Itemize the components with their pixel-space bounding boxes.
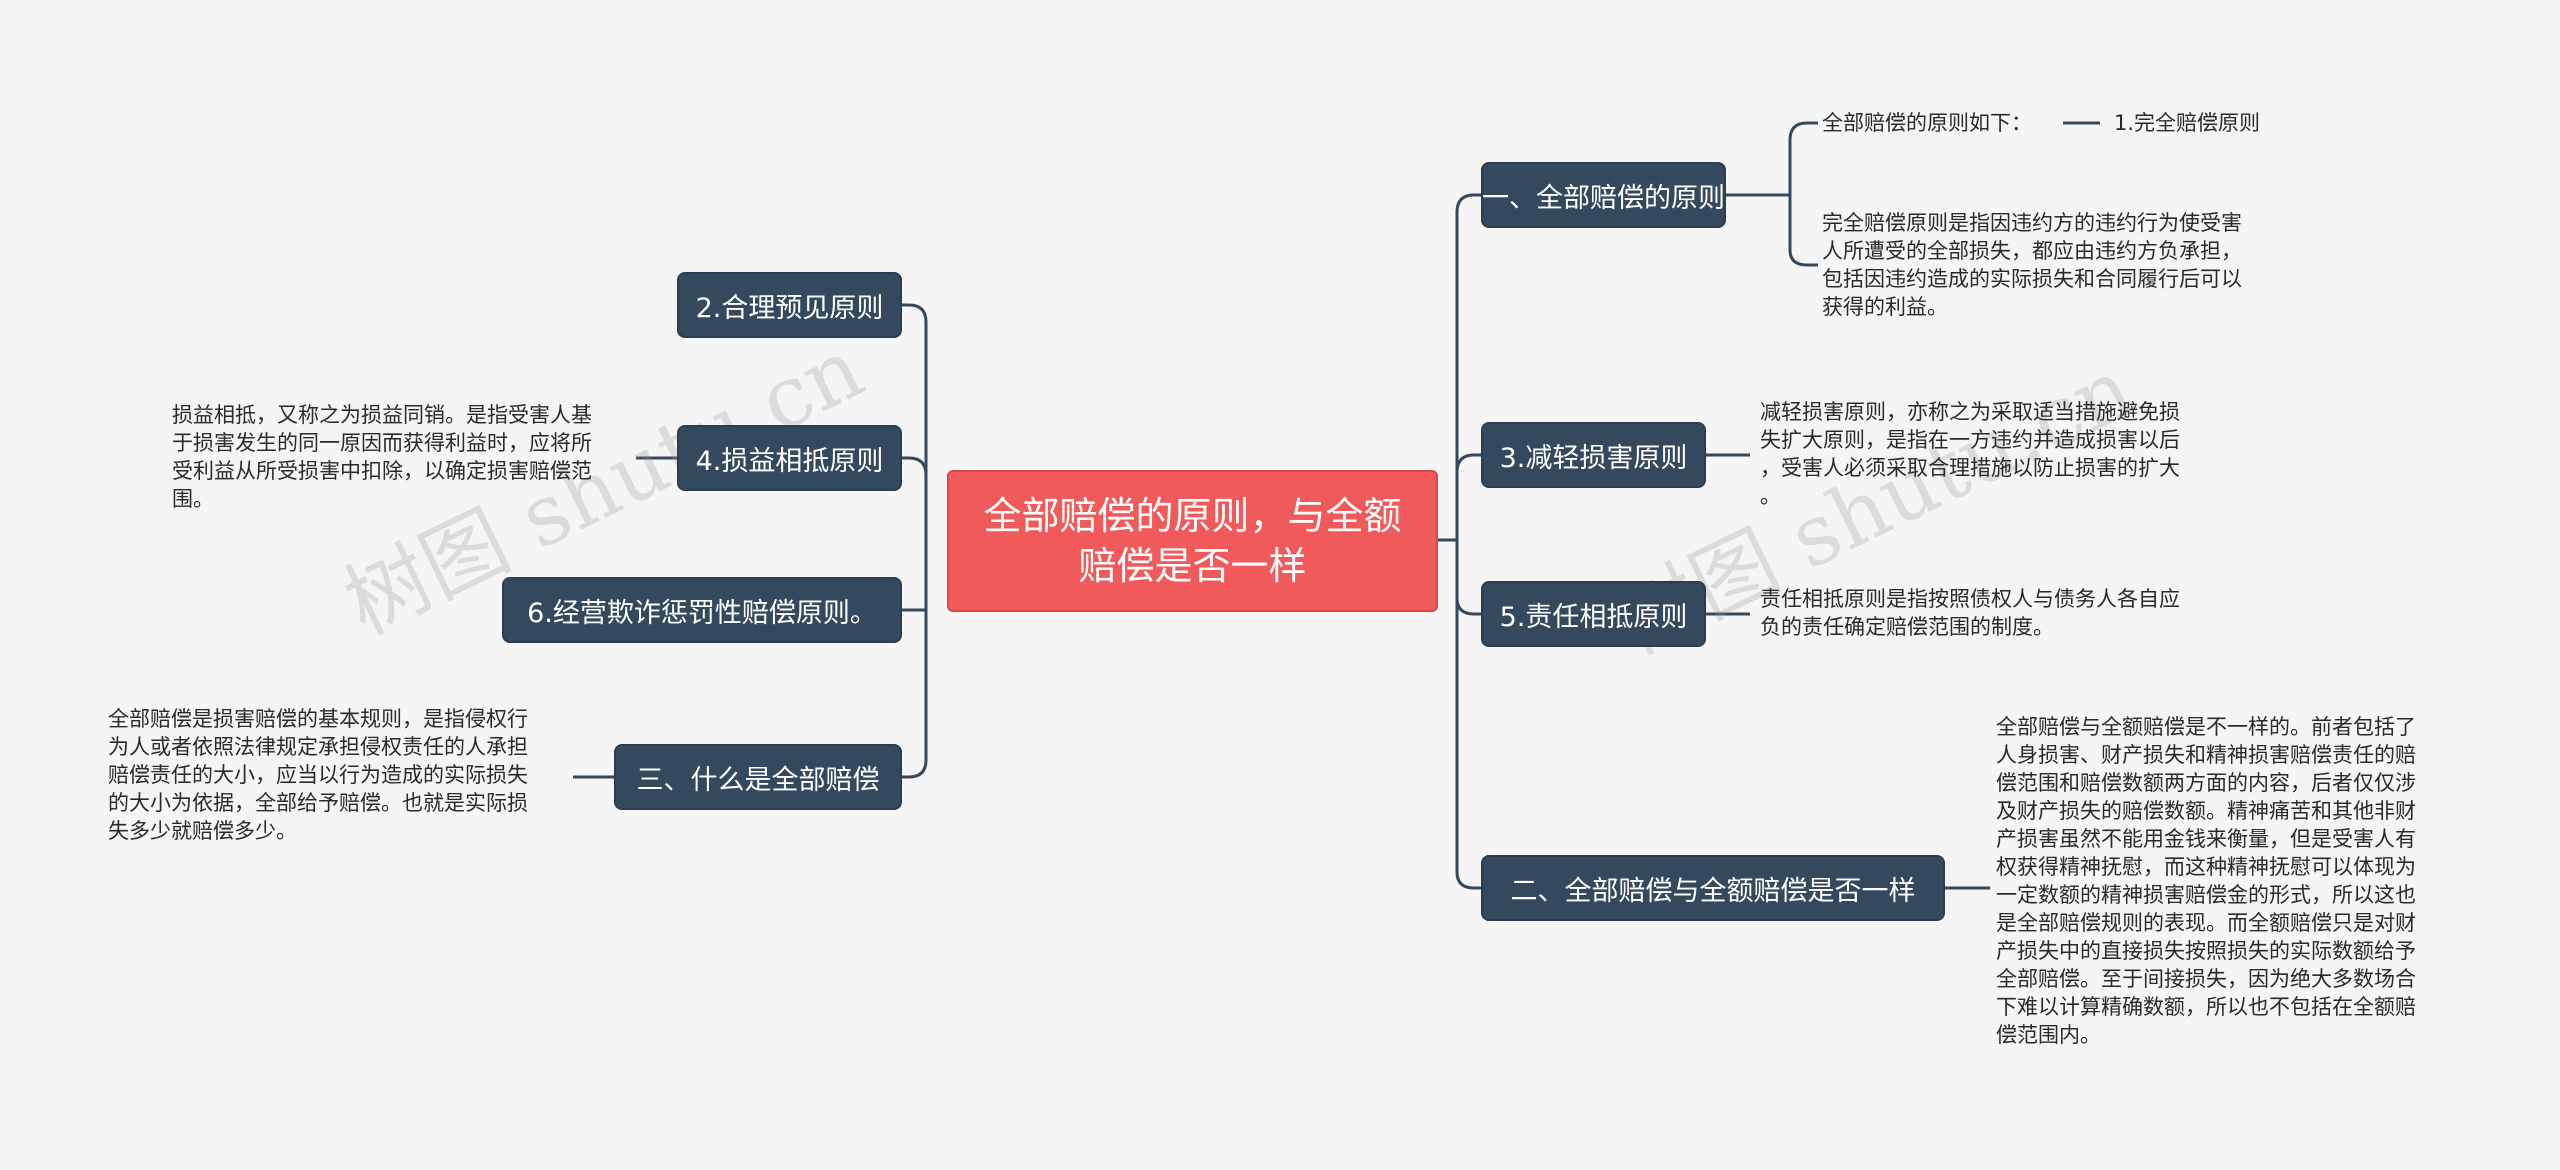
root-topic[interactable]: 全部赔偿的原则，与全额 赔偿是否一样 (947, 470, 1438, 612)
branch-full-vs-total-compensation[interactable]: 二、全部赔偿与全额赔偿是否一样 (1481, 855, 1945, 921)
branch-mitigation-of-damages[interactable]: 3.减轻损害原则 (1481, 422, 1706, 488)
note-complete-compensation-definition: 完全赔偿原则是指因违约方的违约行为使受害 人所遭受的全部损失，都应由违约方负承担… (1822, 211, 2242, 319)
note-liability-offset: 责任相抵原则是指按照债权人与债务人各自应 负的责任确定赔偿范围的制度。 (1760, 587, 2180, 639)
branch-reasonable-foreseeability[interactable]: 2.合理预见原则 (677, 272, 902, 338)
note-what-is-full-compensation: 全部赔偿是损害赔偿的基本规则，是指侵权行 为人或者依照法律规定承担侵权责任的人承… (108, 707, 528, 843)
note-complete-compensation-principle: 1.完全赔偿原则 (2114, 111, 2261, 135)
branch-what-is-full-compensation[interactable]: 三、什么是全部赔偿 (614, 744, 902, 810)
note-full-vs-total-compensation: 全部赔偿与全额赔偿是不一样的。前者包括了 人身损害、财产损失和精神损害赔偿责任的… (1996, 715, 2416, 1047)
note-mitigation-of-damages: 减轻损害原则，亦称之为采取适当措施避免损 失扩大原则，是指在一方违约并造成损害以… (1760, 400, 2180, 508)
branch-offsetting-gains-losses[interactable]: 4.损益相抵原则 (677, 425, 902, 491)
branch-principles-of-full-compensation[interactable]: 一、全部赔偿的原则 (1481, 162, 1726, 228)
note-offsetting-gains-losses: 损益相抵，又称之为损益同销。是指受害人基 于损害发生的同一原因而获得利益时，应将… (172, 403, 592, 511)
branch-punitive-damages[interactable]: 6.经营欺诈惩罚性赔偿原则。 (502, 577, 902, 643)
note-principles-intro: 全部赔偿的原则如下： (1822, 111, 2032, 135)
branch-liability-offset[interactable]: 5.责任相抵原则 (1481, 581, 1706, 647)
